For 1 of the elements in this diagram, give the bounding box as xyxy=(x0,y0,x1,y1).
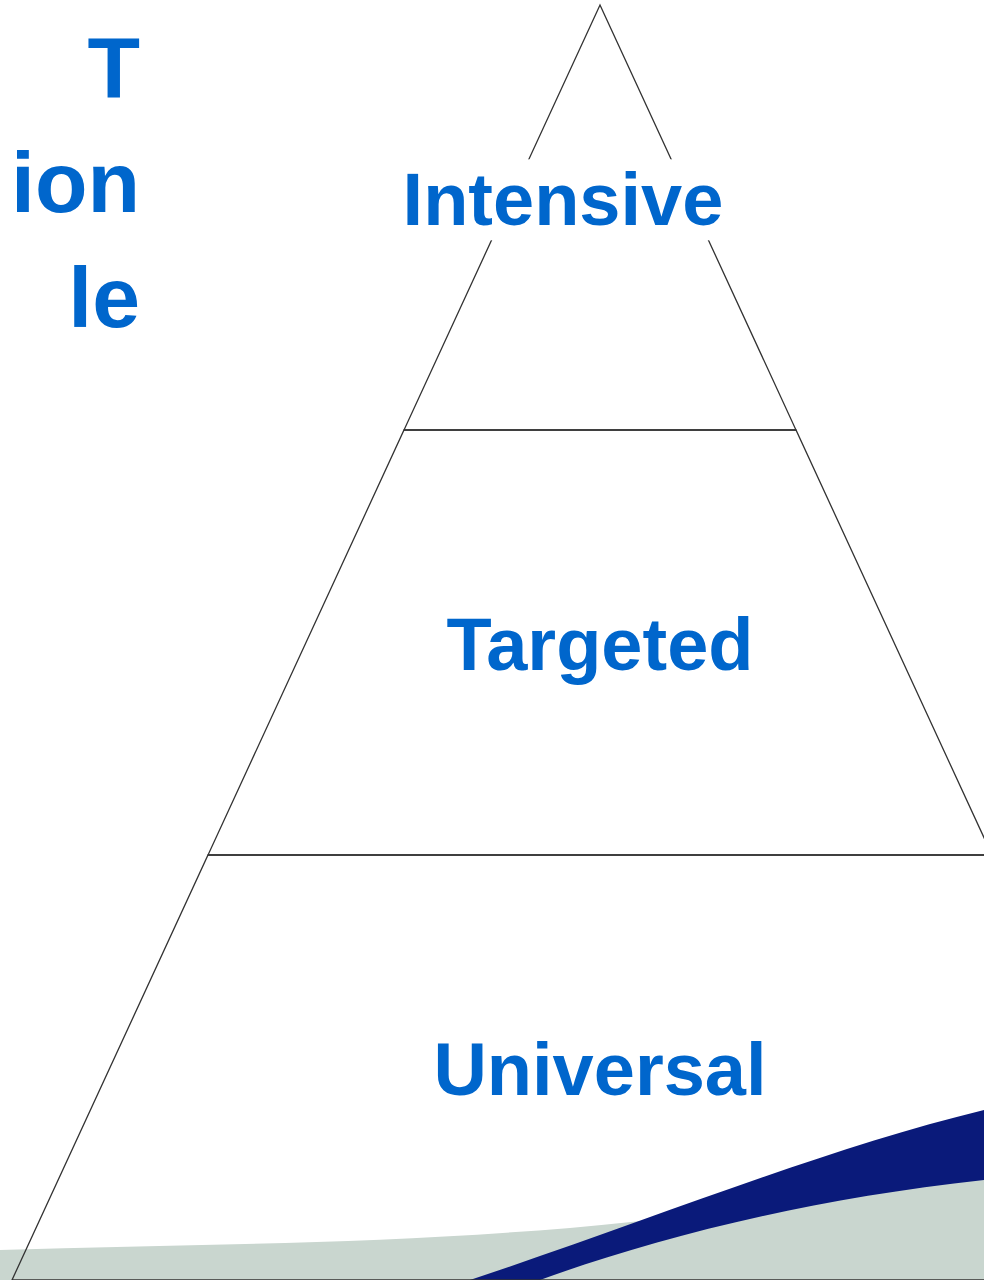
slide-title: T ion le xyxy=(10,18,140,347)
